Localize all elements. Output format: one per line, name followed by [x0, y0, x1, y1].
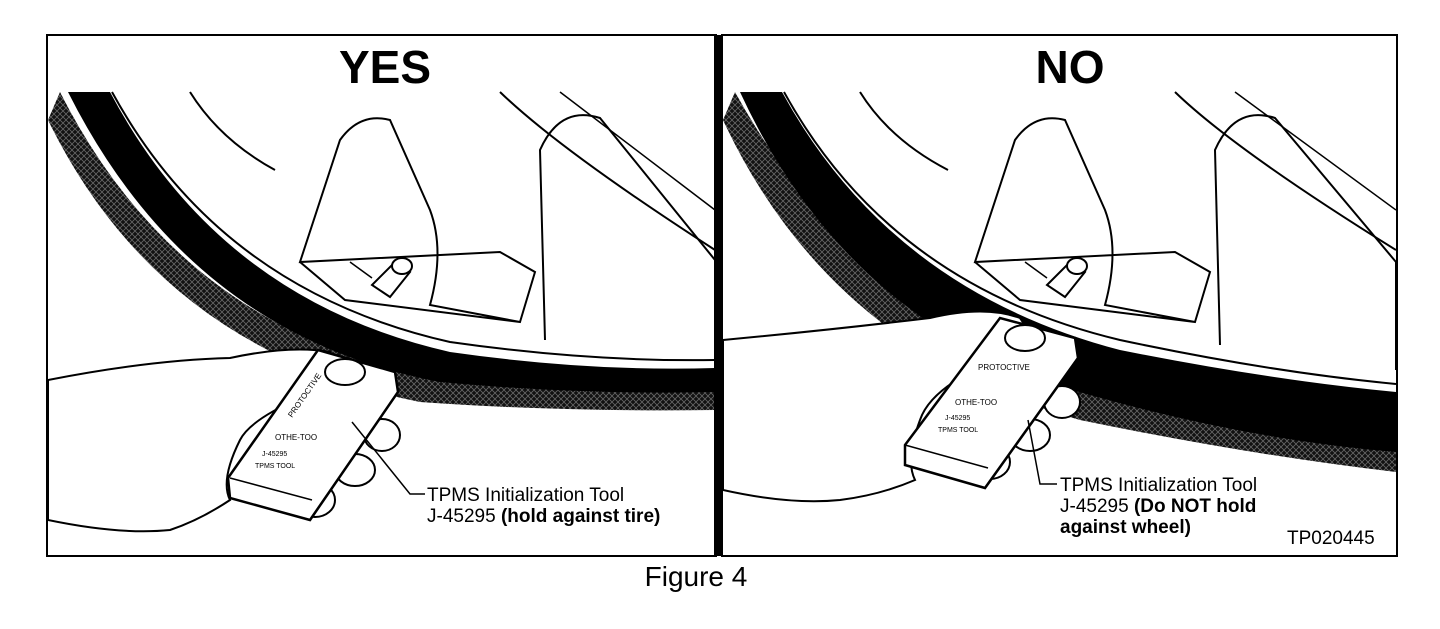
- reference-code: TP020445: [1287, 528, 1375, 549]
- wheel-outer-line: [499, 91, 715, 251]
- tool-footer-label: TPMS TOOL: [255, 463, 295, 470]
- valve-stem: [1024, 257, 1088, 299]
- no-callout-instruction-cont: against wheel): [1060, 517, 1191, 538]
- tpms-tool: PROTOCTIVE OTHE-TOO J-45295 TPMS TOOL: [903, 316, 1080, 490]
- wheel-spoke-opening-center: [973, 117, 1212, 324]
- no-callout-line1: TPMS Initialization Tool: [1060, 475, 1258, 496]
- yes-callout-line2: J-45295 (hold against tire): [427, 506, 712, 527]
- wheel-spoke-opening-right: [538, 114, 715, 348]
- tool-button-label: OTHE-TOO: [275, 433, 317, 442]
- no-callout-tool-number: J-45295: [1060, 496, 1134, 517]
- panel-divider: [714, 35, 723, 556]
- wheel-spoke-opening-left: [189, 91, 276, 171]
- no-title: NO: [1035, 41, 1105, 93]
- wheel-spoke-opening-left: [859, 91, 949, 171]
- yes-title: YES: [338, 41, 432, 93]
- yes-callout-instruction: (hold against tire): [500, 506, 661, 527]
- no-callout-instruction: (Do NOT hold: [1133, 496, 1257, 517]
- tire: [68, 92, 715, 393]
- callout-leader: [1027, 419, 1057, 485]
- wheel-spoke-opening-right: [1213, 114, 1396, 370]
- no-callout-line3: against wheel): [1060, 517, 1360, 538]
- hand: [48, 348, 352, 533]
- wheel-rim-edge: [111, 91, 715, 362]
- tool-brand-label: PROTOCTIVE: [978, 363, 1030, 372]
- no-panel: PROTOCTIVE OTHE-TOO J-45295 TPMS TOOL: [723, 36, 1396, 555]
- wheel-rim-edge: [783, 91, 1396, 385]
- yes-panel: PROTOCTIVE OTHE-TOO J-45295 TPMS TOOL: [48, 36, 715, 555]
- tool-button-label: OTHE-TOO: [955, 398, 997, 407]
- callout-leader: [351, 421, 425, 495]
- valve-stem: [349, 257, 413, 299]
- tool-model-label: J-45295: [945, 415, 970, 422]
- yes-callout-tool-number: J-45295: [427, 506, 501, 527]
- figure-caption: Figure 4: [644, 561, 748, 592]
- tire: [740, 92, 1396, 452]
- tool-footer-label: TPMS TOOL: [938, 427, 978, 434]
- yes-callout-line1: TPMS Initialization Tool: [427, 485, 625, 506]
- wheel-outer-line: [1174, 91, 1396, 251]
- yes-callout: TPMS Initialization Tool J-45295 (hold a…: [427, 485, 712, 527]
- wheel-spoke-opening-center: [298, 117, 537, 324]
- no-callout-line2: J-45295 (Do NOT hold: [1060, 496, 1360, 517]
- tool-model-label: J-45295: [262, 451, 287, 458]
- no-callout: TPMS Initialization Tool J-45295 (Do NOT…: [1060, 475, 1360, 538]
